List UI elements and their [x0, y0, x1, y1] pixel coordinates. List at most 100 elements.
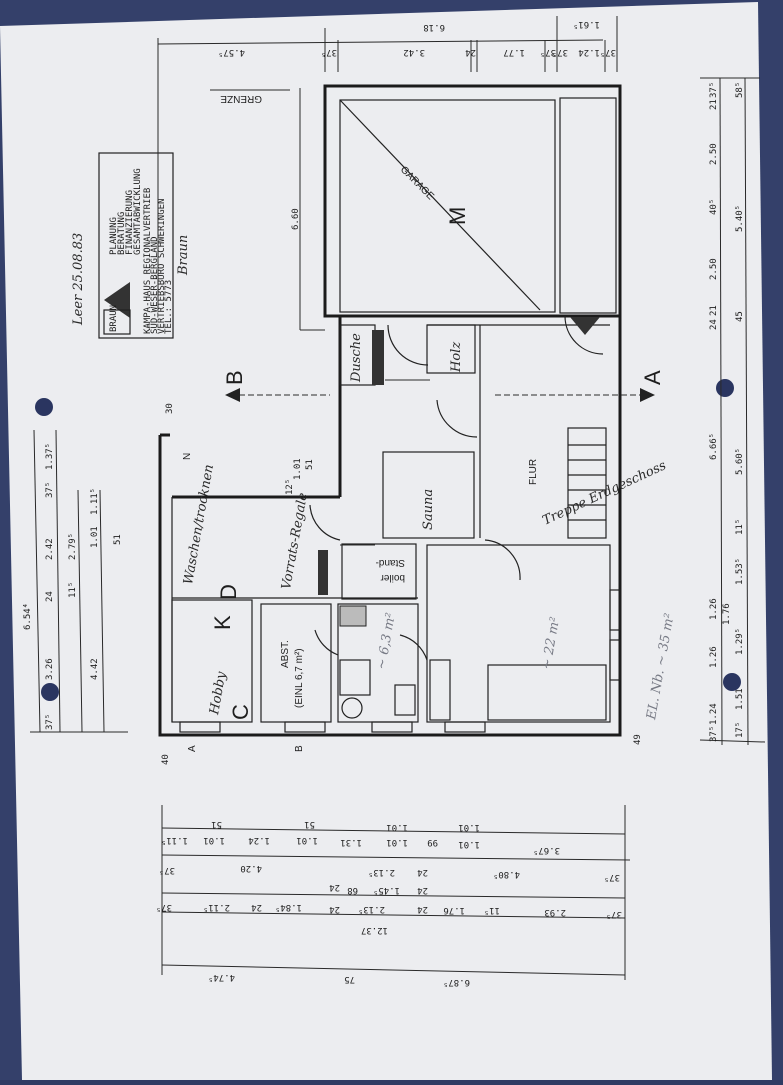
dim-label: 1.24 — [709, 703, 719, 725]
room-label-flur: FLUR — [528, 459, 539, 485]
dim-label: 1.26 — [709, 598, 719, 620]
company-line: VERTRIEBSBÜRO SCHWERINGEN — [156, 199, 167, 334]
dim-label: 24 — [709, 319, 719, 330]
dim-label: 1.01 — [386, 837, 408, 847]
dim-label: 1.29⁵ — [735, 628, 745, 655]
dim-label: 21 — [709, 305, 719, 316]
dim-label: 1.45⁵ — [373, 885, 400, 895]
logo-text: BRAUN — [109, 305, 119, 332]
dim-label: 1.01 — [458, 822, 480, 832]
dim-label: 37⁵ — [604, 872, 620, 882]
north-mark: N — [182, 453, 193, 460]
company-line: TEL.: 5773 — [164, 280, 174, 334]
dim-label: 24 — [465, 47, 476, 57]
room-label-boiler: boiler — [380, 572, 405, 583]
dim-total: 12.37 — [361, 925, 388, 935]
dim-label: 5.60⁵ — [735, 448, 745, 475]
dim-label: 24 — [251, 902, 262, 912]
dim-label: 24 — [417, 867, 428, 877]
dim-label: 3.42 — [403, 47, 425, 57]
dim-label: 45 — [735, 311, 745, 322]
dim-label: 51 — [211, 819, 222, 829]
dim-label: 37⁵ — [552, 47, 568, 57]
dim-label: 1.26 — [709, 646, 719, 668]
dim-label: 40⁵ — [709, 199, 719, 215]
room-label-einl: (EINL 6,7 m²) — [294, 648, 305, 708]
dim-label: 6.87⁵ — [443, 977, 470, 987]
section-b-bottom: B — [294, 745, 305, 752]
title-line: PLANUNG — [109, 217, 119, 255]
dim-label: 1.61⁵ — [573, 19, 600, 29]
dim-label: 1.37⁵ — [45, 443, 55, 470]
dim-label: 51 — [305, 459, 315, 470]
dim-label: 37⁵ — [45, 714, 55, 730]
dim-label: 51 — [304, 819, 315, 829]
dim-label: 24 — [329, 882, 340, 892]
dim-label: 6.66⁵ — [709, 433, 719, 460]
grenze-label: GRENZE — [220, 93, 262, 104]
room-label-dusche: Dusche — [349, 333, 364, 383]
dim-label: 11⁵ — [484, 905, 500, 915]
dim-label: 99 — [427, 837, 438, 847]
dim-label: 1.84⁵ — [275, 902, 302, 912]
dim-label: 4.42 — [90, 658, 100, 680]
dim-label: 40 — [161, 754, 171, 765]
dim-label: 24 — [45, 591, 55, 602]
room-label-sauna: Sauna — [421, 489, 436, 530]
dim-label: 37⁵ — [606, 909, 622, 919]
dim-label: 24 — [417, 885, 428, 895]
dim-label: 1.76 — [443, 905, 465, 915]
dim-label: 1.01 — [203, 835, 225, 845]
dim-label: 5.40⁵ — [735, 205, 745, 232]
garage-mark: M — [445, 207, 470, 225]
dim-label: 6.18 — [423, 22, 445, 32]
dim-label: 1.01 — [293, 458, 303, 480]
room-mark-d: D — [216, 584, 241, 600]
dim-label: 37⁵ — [709, 82, 719, 98]
paper-sheet — [0, 2, 772, 1080]
dim-label: 2.11⁵ — [203, 902, 230, 912]
dim-label: 1.01 — [296, 835, 318, 845]
title-block: BRAUN PLANUNG BERATUNG FINANZIERUNG GESA… — [98, 152, 174, 339]
dim-label: 51 — [113, 534, 123, 545]
dim-label: 2.13⁵ — [358, 904, 385, 914]
signature: Braun — [176, 235, 191, 276]
dim-label: 6.60 — [291, 208, 301, 230]
dim-label: 24 — [417, 904, 428, 914]
title-line: GESAMTABWICKLUNG — [133, 168, 143, 255]
dim-label: 1.76 — [722, 603, 732, 625]
date-note: Leer 25.08.83 — [71, 233, 86, 326]
dim-label: 1.51 — [735, 688, 745, 710]
top-dimensions: 4.57⁵ 37⁵ 3.42 24 1.77 37⁵ 37⁵ 1.24 37⁵ … — [157, 16, 618, 310]
dim-label: 24 — [329, 904, 340, 914]
section-a-mark: A — [640, 370, 665, 385]
dim-label: 58⁵ — [735, 82, 745, 98]
dim-label: 17⁵ — [735, 722, 745, 738]
dim-label: 2.79⁵ — [68, 533, 78, 560]
dim-label: 2.50 — [709, 258, 719, 280]
dim-label: 1.24 — [578, 47, 600, 57]
dim-label: 1.11⁵ — [90, 488, 100, 515]
dim-label: 68 — [347, 885, 358, 895]
punch-hole — [723, 673, 741, 691]
dim-label: 75 — [344, 974, 355, 984]
dim-label: 37⁵ — [45, 482, 55, 498]
dim-label: 12⁵ — [285, 479, 295, 495]
dim-label: 2.42 — [45, 538, 55, 560]
section-a-bottom: A — [187, 745, 198, 752]
dim-label: 1.31 — [340, 837, 362, 847]
section-arrow — [225, 388, 240, 402]
dim-label: 37⁵ — [600, 47, 616, 57]
section-arrow — [640, 388, 655, 402]
dim-label: 37⁵ — [156, 902, 172, 912]
dim-label: 2.13⁵ — [368, 867, 395, 877]
dim-label: 4.20 — [240, 863, 262, 873]
room-label-holz: Holz — [449, 342, 464, 373]
punch-hole — [35, 398, 53, 416]
room-mark-k: K — [210, 615, 235, 630]
dim-label: 30 — [165, 403, 175, 414]
dim-label: 37⁵ — [321, 47, 337, 57]
dim-label: 3.26 — [45, 658, 55, 680]
